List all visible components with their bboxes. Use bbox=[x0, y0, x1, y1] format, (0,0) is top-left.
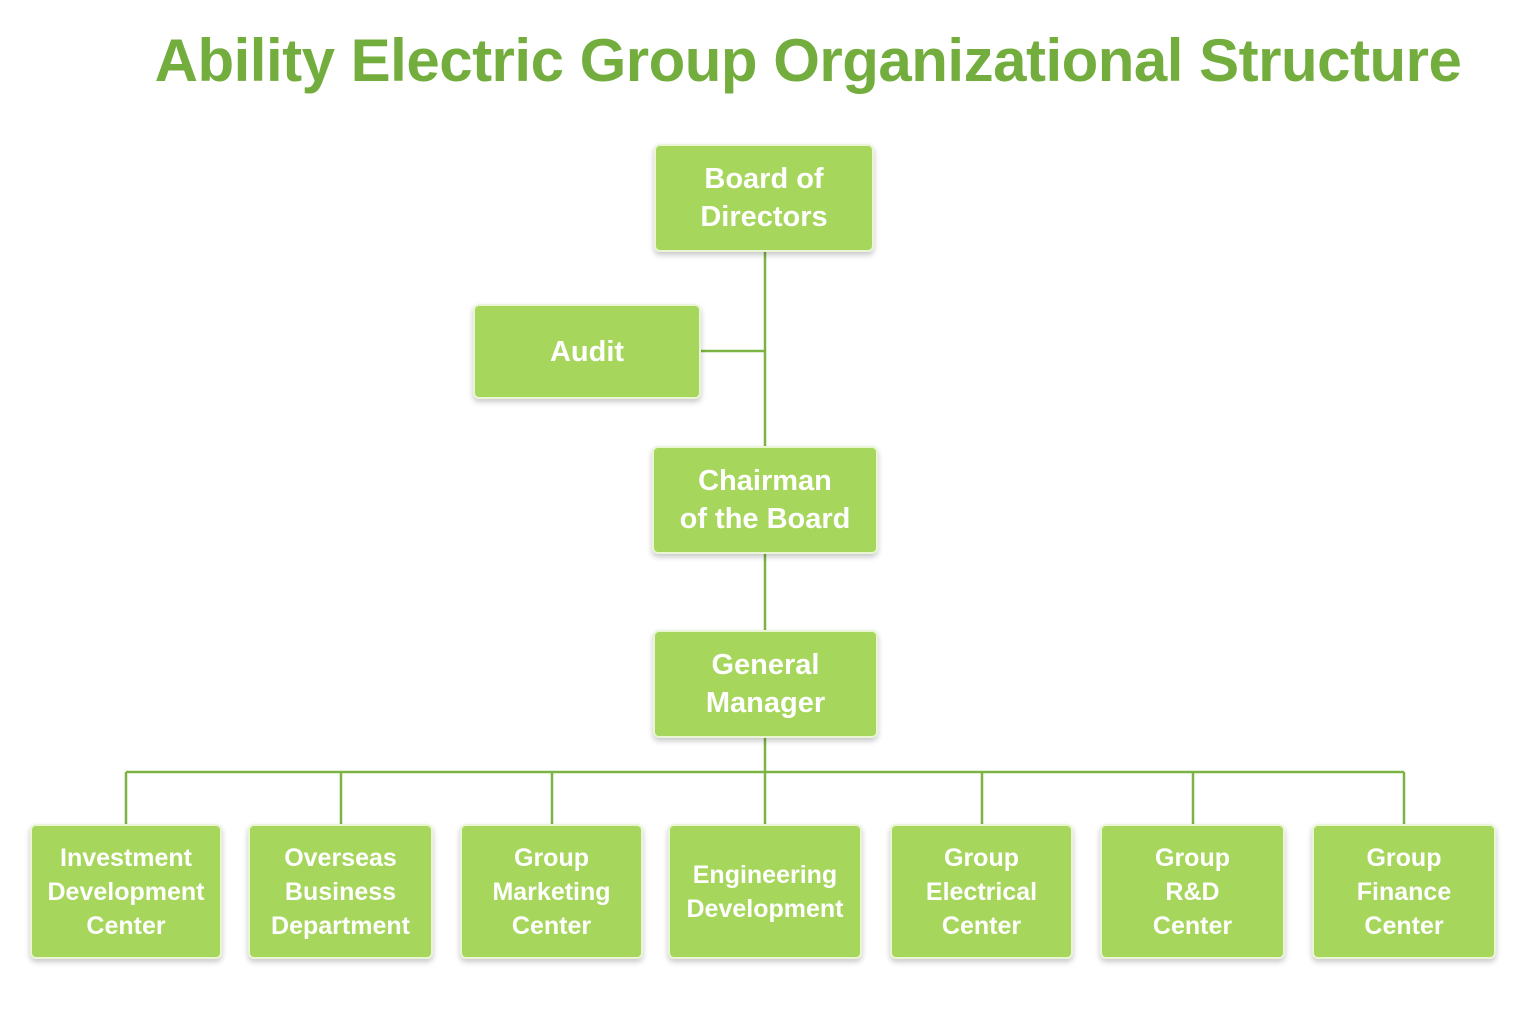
node-audit: Audit bbox=[473, 304, 701, 399]
node-label: Group Finance Center bbox=[1356, 843, 1452, 940]
node-label: Chairman of the Board bbox=[679, 465, 851, 535]
node-label: Audit bbox=[549, 335, 625, 368]
node-overseas-business-department: Overseas Business Department bbox=[248, 824, 433, 959]
node-label: Group R&D Center bbox=[1152, 843, 1233, 940]
node-label: Group Marketing Center bbox=[492, 843, 611, 940]
node-group-marketing-center: Group Marketing Center bbox=[460, 824, 643, 959]
node-investment-development-center: Investment Development Center bbox=[30, 824, 222, 959]
node-group-finance-center: Group Finance Center bbox=[1312, 824, 1496, 959]
node-label: Group Electrical Center bbox=[925, 843, 1038, 940]
node-label: Investment Development Center bbox=[47, 843, 205, 940]
node-group-rd-center: Group R&D Center bbox=[1100, 824, 1285, 959]
node-label: General Manager bbox=[705, 649, 826, 719]
node-engineering-development: Engineering Development bbox=[668, 824, 862, 959]
node-general-manager: General Manager bbox=[653, 630, 878, 738]
node-chairman-of-the-board: Chairman of the Board bbox=[652, 446, 878, 554]
node-label: Engineering Development bbox=[686, 860, 844, 923]
node-board-of-directors: Board of Directors bbox=[654, 144, 874, 252]
node-label: Overseas Business Department bbox=[271, 843, 410, 940]
node-label: Board of Directors bbox=[700, 163, 828, 233]
chart-title: Ability Electric Group Organizational St… bbox=[154, 27, 1462, 94]
node-group-electrical-center: Group Electrical Center bbox=[890, 824, 1073, 959]
